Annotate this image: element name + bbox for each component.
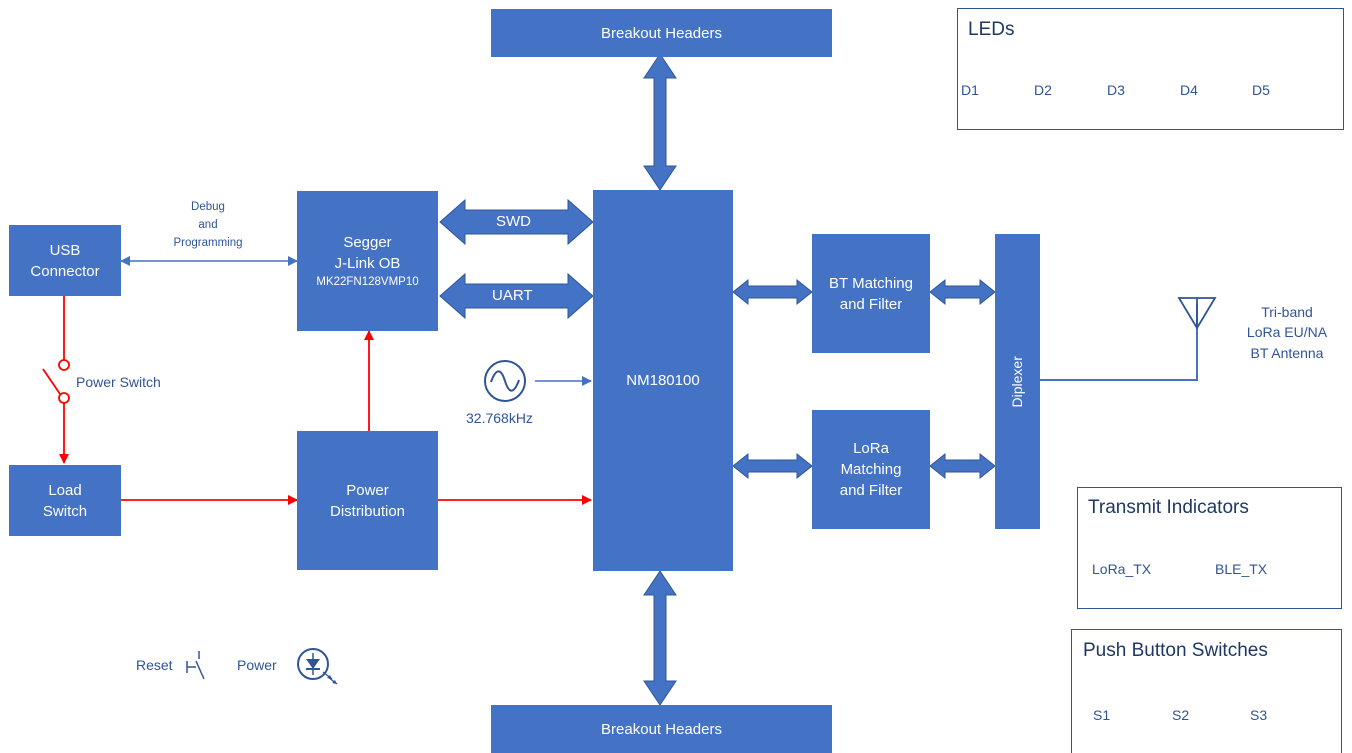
uart-label: UART: [492, 287, 533, 304]
antenna-label: Tri-band LoRa EU/NA BT Antenna: [1246, 304, 1328, 361]
bt-arrow: [732, 278, 813, 306]
oscillator-icon: [484, 360, 526, 402]
lora-arrow: [732, 452, 813, 480]
led-icon: [297, 648, 338, 685]
diplexer-block: Diplexer: [995, 234, 1040, 529]
antenna-icon: [1177, 297, 1217, 330]
bt-matching-block: BT Matching and Filter: [812, 234, 930, 353]
leds-panel-title: LEDs: [968, 19, 1015, 40]
push-buttons-panel-title: Push Button Switches: [1083, 640, 1268, 661]
crystal-label: 32.768kHz: [466, 410, 533, 426]
antenna-feed: [1040, 304, 1198, 381]
debug-label: Debug and Programming: [173, 201, 243, 249]
bus-arrow-bottom: [643, 570, 677, 706]
ble-tx-label: BLE_TX: [1215, 561, 1268, 577]
transmit-indicators-panel: [1077, 487, 1342, 609]
transmit-panel-title: Transmit Indicators: [1088, 497, 1249, 518]
mcu-block: NM180100: [593, 190, 733, 571]
push-button-icon: [186, 650, 205, 680]
bt-diplexer-arrow: [929, 278, 996, 306]
s1-label: S1: [1093, 707, 1111, 723]
power-distribution-block: Power Distribution: [297, 431, 438, 570]
load-switch-block: Load Switch: [9, 465, 121, 536]
leds-panel: [957, 8, 1344, 130]
switch-icon: [42, 359, 70, 404]
led-label-d5: D5: [1252, 82, 1270, 98]
led-label-d2: D2: [1034, 82, 1052, 98]
led-label-d4: D4: [1180, 82, 1198, 98]
lora-tx-label: LoRa_TX: [1092, 561, 1152, 577]
breakout-headers-top: Breakout Headers: [491, 9, 832, 57]
s2-label: S2: [1172, 707, 1190, 723]
s3-label: S3: [1250, 707, 1268, 723]
bus-arrow-top: [643, 53, 677, 191]
swd-label: SWD: [496, 213, 531, 230]
segger-block: Segger J-Link OB MK22FN128VMP10: [297, 191, 438, 331]
breakout-headers-bottom: Breakout Headers: [491, 705, 832, 753]
power-switch-label: Power Switch: [76, 374, 161, 390]
reset-label: Reset: [136, 657, 173, 673]
usb-connector-block: USB Connector: [9, 225, 121, 296]
lora-matching-block: LoRa Matching and Filter: [812, 410, 930, 529]
led-label-d1: D1: [961, 82, 979, 98]
power-led-label: Power: [237, 657, 277, 673]
lora-diplexer-arrow: [929, 452, 996, 480]
led-label-d3: D3: [1107, 82, 1125, 98]
push-buttons-panel: [1071, 629, 1342, 753]
